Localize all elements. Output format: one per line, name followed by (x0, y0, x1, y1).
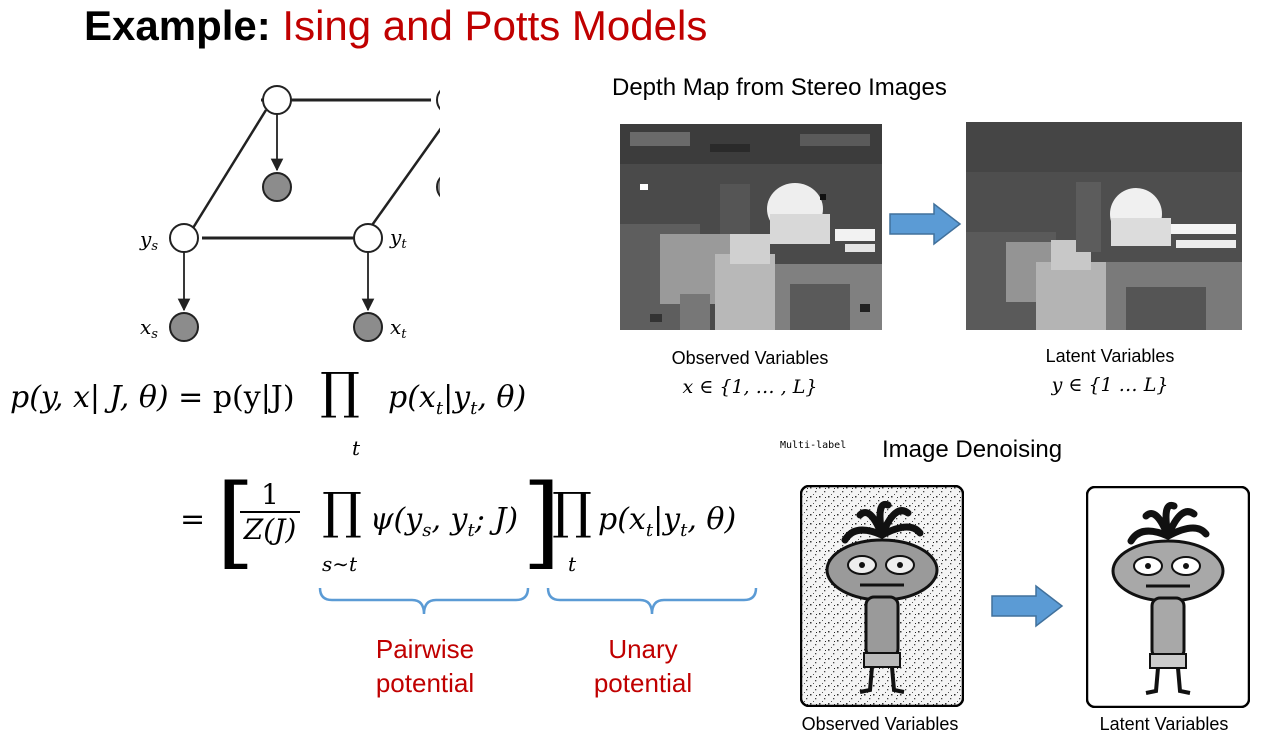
eq-pairwise-term: ψ(ys, yt; J) (370, 502, 519, 541)
pairwise-brace (318, 587, 530, 615)
eq-equals-2: = (180, 502, 206, 537)
label-yt: yt (389, 225, 407, 252)
latent-depth-image (966, 122, 1242, 330)
denoise-latent-caption: Latent Variables (1099, 714, 1229, 734)
node-ys (169, 223, 199, 253)
product-sub-3: t (568, 552, 577, 576)
edge-right-diag (368, 127, 440, 229)
label-xt: xt (390, 315, 407, 342)
bracket-right: ] (522, 463, 562, 580)
ising-graph-diagram: ys yt xs xt (139, 85, 440, 342)
edge-left-diag (191, 109, 268, 229)
eq-likelihood: p(xt|yt, θ) (388, 380, 527, 419)
depth-observed-domain: x ∈ {1, … , L} (682, 376, 818, 398)
depth-section-title: Depth Map from Stereo Images (612, 74, 947, 101)
eq-lhs: p(y, x| J, θ) = (10, 380, 204, 415)
product-sub-2: s∼t (322, 552, 358, 576)
denoise-arrow-icon (991, 584, 1064, 628)
depth-latent-caption: Latent Variables (1045, 346, 1175, 366)
eq-prior: p(y|J) (212, 380, 295, 415)
node-yt (353, 223, 383, 253)
observed-noisy-image (800, 485, 964, 707)
node-xs (169, 312, 199, 342)
slide-title: Example: Ising and Potts Models (84, 2, 707, 50)
label-xs: xs (140, 315, 158, 342)
product-sub-1: t (352, 436, 361, 460)
product-symbol-1: ∏ (320, 362, 360, 420)
latent-node-top-right (436, 89, 440, 111)
observed-node-top-left (262, 172, 292, 202)
depth-observed-caption: Observed Variables (671, 348, 829, 368)
latent-node-top-left (262, 85, 292, 115)
bracket-left: [ (216, 463, 256, 580)
latent-clean-image (1086, 486, 1250, 708)
denoise-section-title: Image Denoising (882, 436, 1063, 463)
observed-depth-image (620, 124, 882, 330)
unary-brace (546, 587, 758, 615)
depth-latent-domain: y ∈ {1 … L} (1051, 374, 1169, 396)
denoise-observed-caption: Observed Variables (801, 714, 959, 734)
unary-label: Unary potential (593, 634, 693, 698)
title-prefix: Example: (84, 2, 271, 49)
pairwise-label: Pairwise potential (375, 634, 475, 698)
title-accent: Ising and Potts Models (282, 2, 708, 49)
equation-line-1: p(y, x| J, θ) = p(y|J) (10, 380, 295, 415)
observed-node-top-right (436, 176, 440, 198)
label-ys: ys (139, 227, 158, 254)
product-symbol-3: ∏ (552, 482, 592, 540)
eq-unary-term: p(xt|yt, θ) (598, 502, 737, 541)
depth-arrow-icon (889, 202, 962, 246)
multi-label-note: Multi-label (780, 440, 847, 451)
node-xt (353, 312, 383, 342)
fraction: 1 Z(J) (240, 478, 300, 546)
product-symbol-2: ∏ (322, 482, 362, 540)
